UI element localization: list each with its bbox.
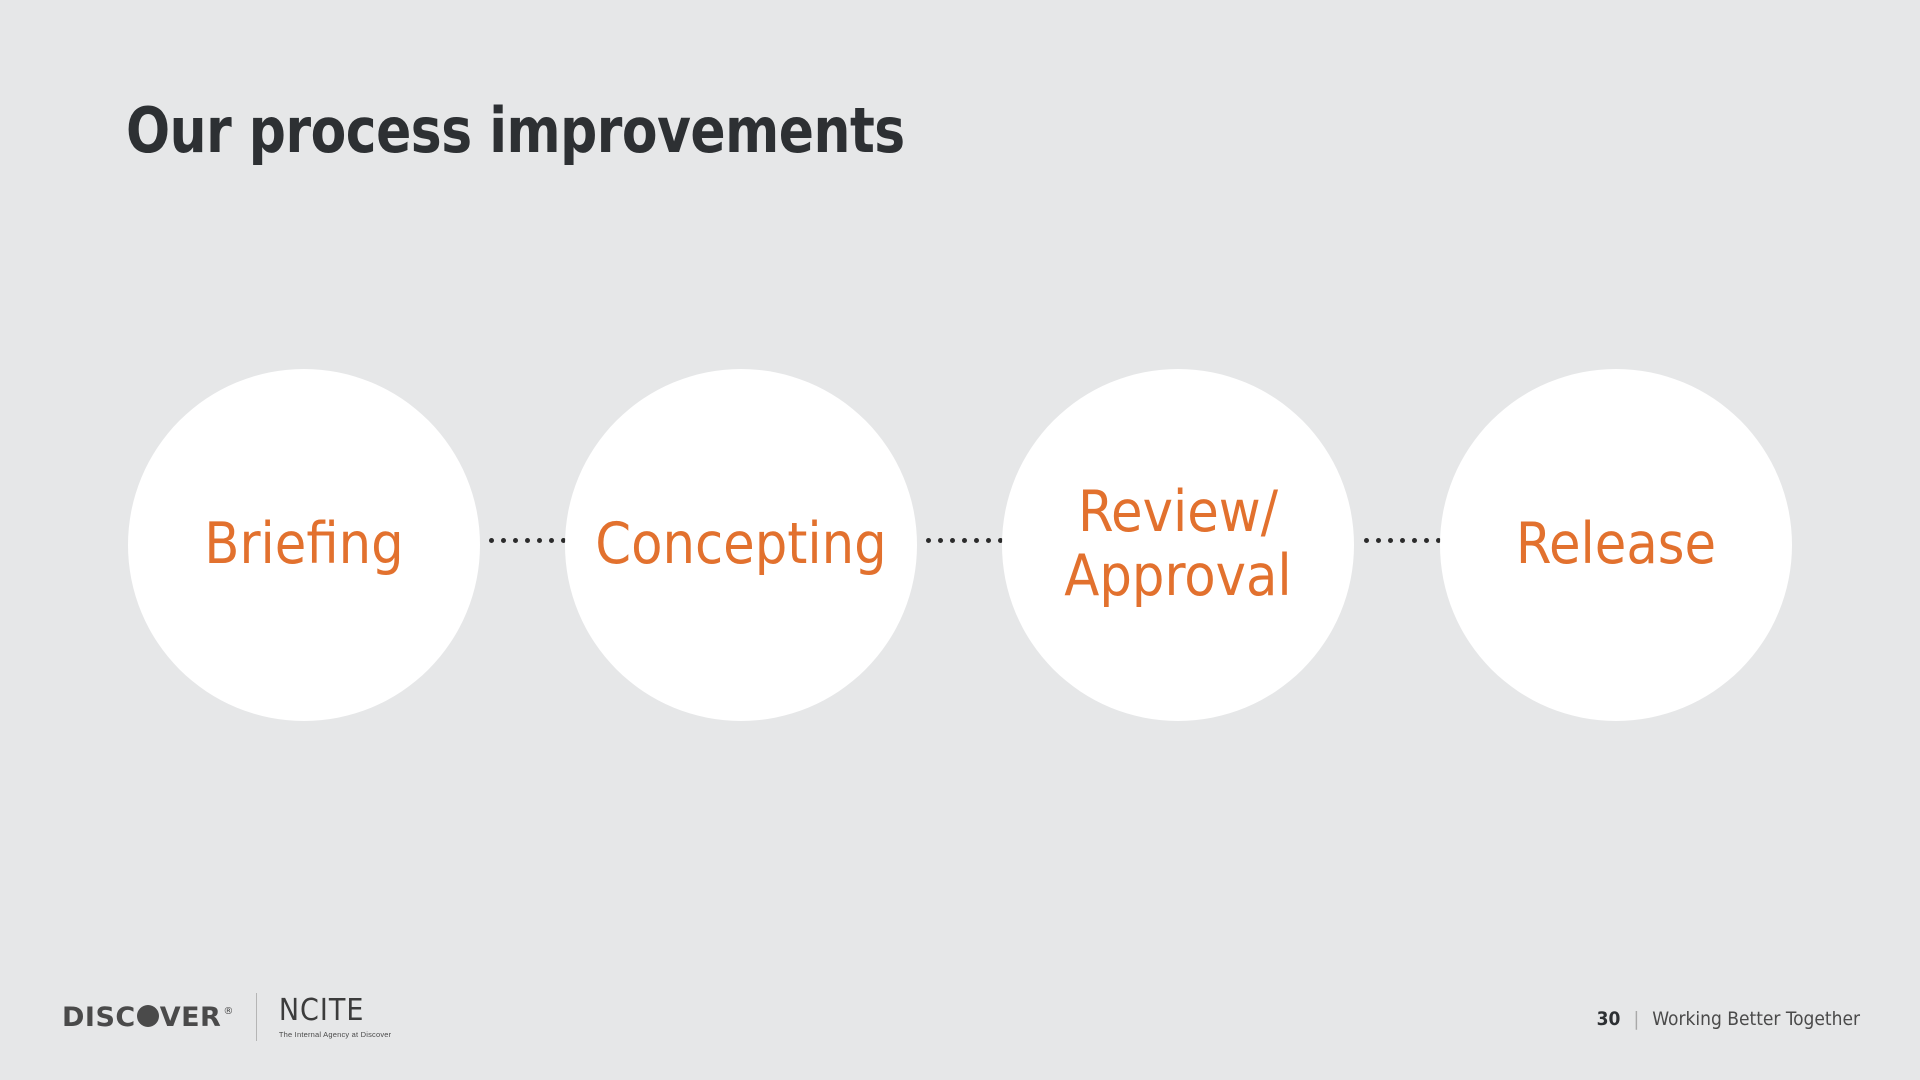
process-step-label: Review/ Approval <box>1064 479 1292 609</box>
process-step-label: Concepting <box>595 511 887 578</box>
ncite-wordmark: NCITE <box>278 992 365 1028</box>
connector-dot <box>501 537 506 543</box>
connector-dot <box>561 537 566 543</box>
process-connector-arrow <box>1364 528 1468 552</box>
connector-dot <box>938 537 943 543</box>
connector-dot <box>549 537 554 543</box>
discover-circle-icon <box>136 1004 159 1027</box>
connector-dot <box>1364 537 1369 543</box>
connector-dot <box>986 537 991 543</box>
connector-dot <box>950 537 955 543</box>
process-step-concepting[interactable]: Concepting <box>565 369 917 721</box>
discover-wordmark-post: VER <box>159 1001 222 1033</box>
discover-wordmark-pre: DISC <box>62 1001 136 1033</box>
connector-dot <box>974 537 979 543</box>
deck-name: Working Better Together <box>1652 1008 1860 1030</box>
process-step-review-approval[interactable]: Review/ Approval <box>1002 369 1354 721</box>
connector-dot <box>1400 537 1405 543</box>
page-number: 30 <box>1596 1008 1621 1030</box>
connector-dot <box>926 537 931 543</box>
connector-dot <box>513 537 518 543</box>
brand-divider <box>255 993 257 1041</box>
footer-meta: 30 | Working Better Together <box>1597 1008 1860 1030</box>
ncite-tagline: The Internal Agency at Discover <box>278 1029 392 1039</box>
ncite-logo: NCITE The Internal Agency at Discover <box>278 992 392 1039</box>
connector-dot <box>1412 537 1417 543</box>
connector-dot <box>998 537 1003 543</box>
page-title: Our process improvements <box>126 93 905 167</box>
process-connector-arrow <box>926 528 1030 552</box>
connector-dot <box>1376 537 1381 543</box>
slide-footer: DISC VER ® NCITE The Internal Agency at … <box>0 940 1920 1080</box>
connector-dot <box>1436 537 1441 543</box>
process-connector-arrow <box>489 528 593 552</box>
connector-dot <box>1388 537 1393 543</box>
process-step-release[interactable]: Release <box>1440 369 1792 721</box>
footer-separator: | <box>1633 1008 1640 1030</box>
connector-dot <box>962 537 967 543</box>
process-step-label: Release <box>1515 511 1717 578</box>
discover-logo: DISC VER ® <box>62 1002 234 1033</box>
process-step-label: Briefing <box>204 511 404 578</box>
registered-trademark-icon: ® <box>223 1005 234 1017</box>
footer-branding: DISC VER ® NCITE The Internal Agency at … <box>62 992 391 1042</box>
connector-dot <box>525 537 530 543</box>
process-step-briefing[interactable]: Briefing <box>128 369 480 721</box>
connector-dot <box>489 537 494 543</box>
connector-dot <box>1424 537 1429 543</box>
connector-dot <box>537 537 542 543</box>
